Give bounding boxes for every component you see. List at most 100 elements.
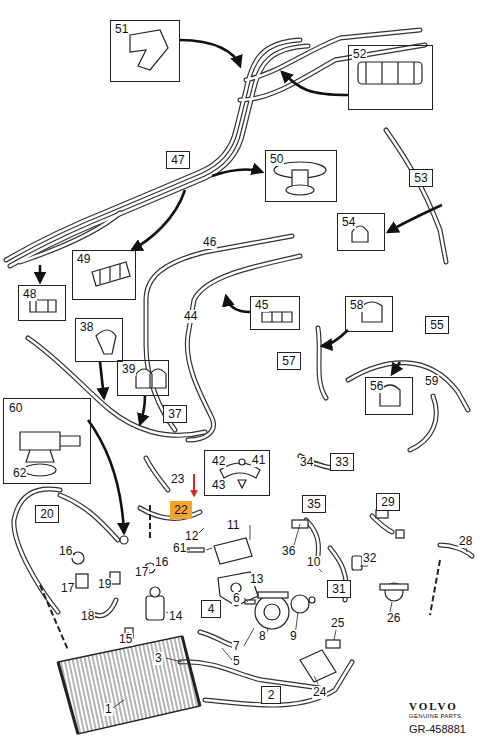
pipe-inner: [146, 458, 168, 490]
callout-number: 41: [251, 454, 266, 467]
detail-inset: 42 41 43: [204, 450, 270, 496]
callout-number: 57: [282, 354, 295, 368]
callout-number: 42: [211, 455, 226, 468]
detail-inset: 49: [72, 250, 136, 300]
callout-number: 9: [289, 630, 298, 643]
callout-number: 49: [76, 253, 91, 266]
callout-number: 32: [362, 552, 377, 565]
callout-number: 33: [335, 455, 348, 469]
boxed-callout: 47: [166, 151, 189, 169]
pipe-inner: [386, 130, 446, 262]
detail-arrow: [40, 40, 442, 533]
callout-number: 3: [154, 652, 163, 665]
callout-number: 16: [154, 556, 169, 569]
pipe-inner: [10, 46, 308, 266]
callout-number: 15: [118, 633, 133, 646]
callout-number: 60: [8, 402, 23, 415]
pipe-inner: [146, 236, 292, 430]
callout-number: 44: [183, 310, 198, 323]
boxed-callout: 29: [376, 493, 399, 511]
pipe-inner: [180, 662, 320, 688]
detail-inset: 58: [345, 296, 393, 332]
callout-number: 17: [60, 582, 75, 595]
boxed-callout: 53: [409, 169, 432, 187]
pipe-inner: [60, 495, 118, 540]
callout-number: 52: [352, 48, 367, 61]
pipe-inner: [240, 45, 425, 100]
detail-inset: 60 62: [3, 398, 91, 484]
callout-number: 31: [332, 582, 345, 596]
callout-number: 5: [232, 655, 241, 668]
callout-number: 61: [172, 542, 187, 555]
callout-number: 26: [386, 612, 401, 625]
callout-number: 48: [22, 288, 37, 301]
callout-number: 47: [171, 153, 184, 167]
highlighted-callout: 22: [170, 501, 191, 519]
callout-number: 6: [232, 592, 241, 605]
boxed-callout: 33: [330, 453, 353, 471]
pipe-inner: [20, 213, 120, 262]
callout-number: 43: [211, 479, 226, 492]
boxed-callout: 37: [163, 405, 186, 423]
boxed-callout: 31: [327, 580, 350, 598]
callout-number: 54: [341, 216, 356, 229]
callout-number: 53: [414, 171, 427, 185]
boxed-callout: 20: [35, 505, 58, 523]
callout-number: 39: [121, 363, 136, 376]
callout-number: 55: [430, 318, 443, 332]
callout-number: 29: [381, 495, 394, 509]
detail-inset: 38: [75, 318, 123, 362]
component: [72, 510, 408, 682]
brand-mark: GENUINE PARTS: [408, 713, 462, 720]
callout-number: 45: [254, 299, 269, 312]
detail-inset: 51: [110, 20, 180, 82]
callout-number: 62: [12, 467, 27, 480]
pipe-inner: [6, 40, 300, 260]
callout-number: 10: [306, 556, 321, 569]
detail-inset: 45: [250, 296, 300, 330]
callout-number: 56: [369, 380, 384, 393]
callout-number: 20: [40, 507, 53, 521]
pipe-inner: [330, 548, 346, 600]
callout-number: 36: [281, 545, 296, 558]
callout-number: 14: [168, 610, 183, 623]
pipe-inner: [318, 328, 326, 398]
callout-number: 23: [170, 473, 185, 486]
callout-number: 18: [80, 610, 95, 623]
detail-drawing: [20, 30, 422, 488]
detail-inset: 50: [265, 150, 337, 202]
detail-inset: 39: [117, 360, 169, 396]
callout-number: 37: [168, 407, 181, 421]
callout-number: 51: [114, 23, 129, 36]
callout-number: 4: [208, 602, 215, 616]
leader-line: [72, 462, 467, 710]
callout-number: 7: [232, 640, 241, 653]
callout-number: 16: [58, 545, 73, 558]
callout-number: 19: [97, 578, 112, 591]
callout-number: 25: [330, 617, 345, 630]
radiator: [58, 636, 200, 734]
boxed-callout: 2: [261, 686, 281, 704]
callout-number: 1: [104, 703, 113, 716]
brand-mark: VOLVO: [408, 700, 459, 713]
callout-number: 46: [202, 236, 217, 249]
boxed-callout: 35: [302, 495, 325, 513]
callout-number: 34: [299, 456, 314, 469]
callout-number: 24: [312, 686, 327, 699]
callout-number: 35: [307, 497, 320, 511]
boxed-callout: 4: [201, 600, 221, 618]
callout-number: 28: [458, 535, 473, 548]
highlight-arrow: [193, 474, 195, 496]
callout-number: 11: [226, 519, 240, 532]
detail-inset: 52: [348, 45, 433, 110]
callout-number: 8: [258, 630, 267, 643]
callout-number: 38: [79, 321, 94, 334]
pipe-inner: [28, 338, 205, 435]
callout-number: 58: [349, 299, 364, 312]
boxed-callout: 55: [425, 316, 448, 334]
detail-inset: 54: [337, 213, 385, 251]
detail-inset: 56: [365, 377, 413, 415]
pipe-inner: [14, 489, 60, 612]
callout-number: 50: [269, 153, 284, 166]
